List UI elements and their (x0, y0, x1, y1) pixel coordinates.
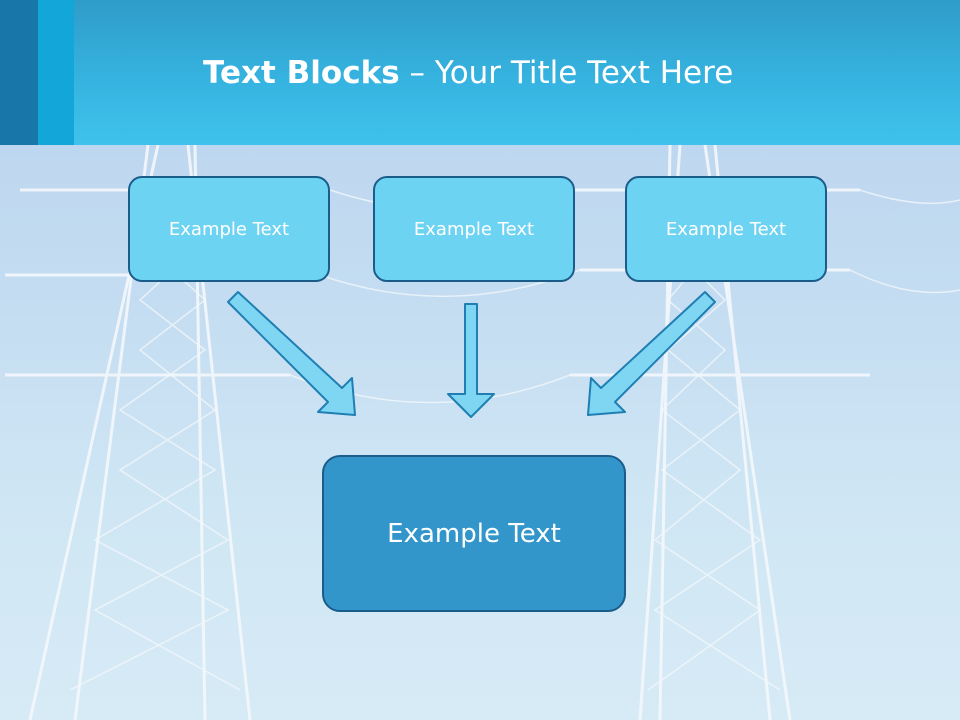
text-block-result[interactable]: Example Text (322, 455, 626, 612)
title-dash: – (399, 55, 435, 91)
text-block-right[interactable]: Example Text (625, 176, 827, 282)
header-accent-bar-dark (0, 0, 38, 145)
header-band (0, 0, 960, 145)
text-block-left-label: Example Text (168, 218, 290, 240)
title-bold-part: Text Blocks (203, 55, 400, 91)
text-block-right-label: Example Text (665, 218, 787, 240)
text-block-center-label: Example Text (413, 218, 535, 240)
title-rest-part: Your Title Text Here (434, 55, 734, 91)
arrow-right-diagonal (587, 291, 716, 416)
header-accent-bar-light (38, 0, 74, 145)
text-block-result-label: Example Text (387, 518, 561, 549)
arrow-left-diagonal (227, 291, 356, 416)
slide-title: Text Blocks – Your Title Text Here (203, 55, 733, 91)
text-block-center[interactable]: Example Text (373, 176, 575, 282)
text-block-left[interactable]: Example Text (128, 176, 330, 282)
arrow-center-down (447, 303, 495, 418)
